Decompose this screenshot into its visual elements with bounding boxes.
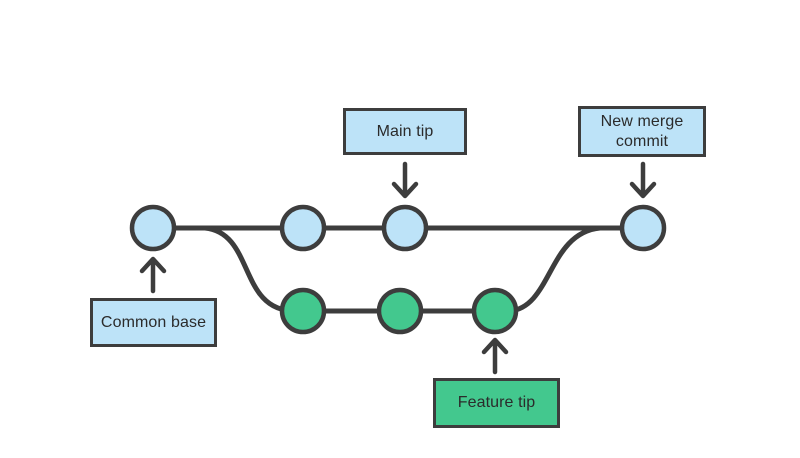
main-tip-label-text: Main tip xyxy=(376,122,434,140)
common-base-label-text: Common base xyxy=(100,313,207,331)
main-tip-label: Main tip xyxy=(343,108,467,155)
new-merge-commit-arrow-down xyxy=(629,161,657,199)
feature-tip-arrow-up xyxy=(481,337,509,375)
common-base-arrow-up xyxy=(139,256,167,294)
common-base-label: Common base xyxy=(90,298,217,347)
commit-node-feature-commit-2 xyxy=(376,287,424,335)
feature-tip-label-text: Feature tip xyxy=(457,394,536,412)
commit-node-main-tip xyxy=(381,204,429,252)
commit-node-main-commit-2 xyxy=(279,204,327,252)
commit-node-merge-commit xyxy=(619,204,667,252)
feature-tip-label: Feature tip xyxy=(433,378,560,428)
main-tip-arrow-down xyxy=(391,161,419,199)
commit-node-common-base xyxy=(129,204,177,252)
new-merge-commit-label-text: New merge commit xyxy=(600,113,684,150)
commit-nodes-layer xyxy=(129,204,667,335)
new-merge-commit-label: New merge commit xyxy=(578,106,706,157)
commit-node-feature-tip xyxy=(471,287,519,335)
commit-node-feature-commit-1 xyxy=(279,287,327,335)
